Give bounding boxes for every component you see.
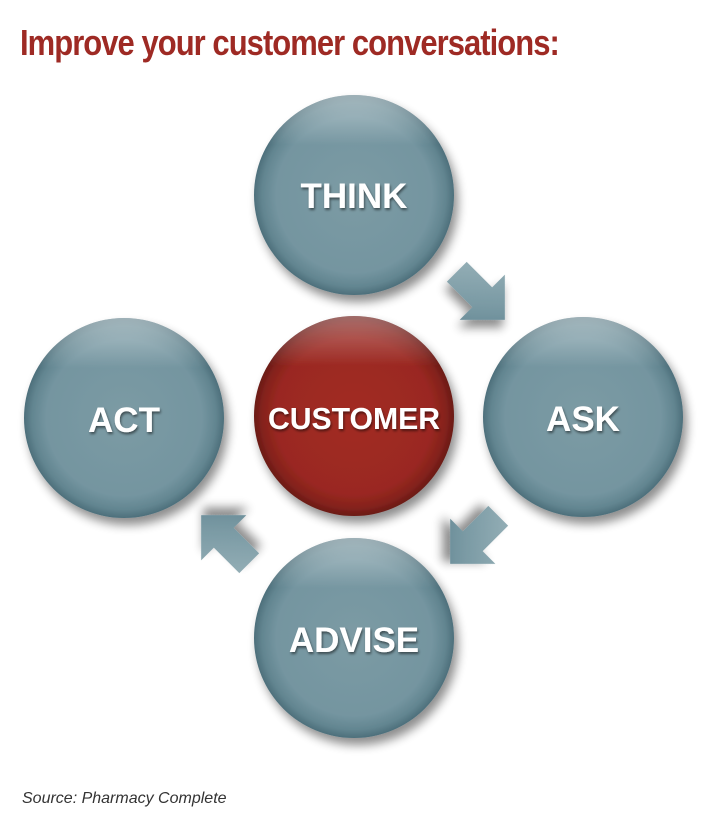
node-think-label: THINK (301, 177, 408, 216)
node-customer (254, 316, 454, 516)
arrow-think-to-ask (446, 261, 505, 320)
node-customer-label: CUSTOMER (268, 401, 440, 436)
node-act-label: ACT (88, 401, 160, 440)
arrow-advise-to-act (201, 515, 260, 574)
node-act (24, 318, 224, 518)
node-advise-label: ADVISE (289, 621, 419, 660)
node-advise (254, 538, 454, 738)
source-note: Source: Pharmacy Complete (22, 790, 227, 807)
diagram-title: Improve your customer conversations: (20, 22, 560, 63)
arrow-ask-to-advise (450, 505, 509, 564)
node-ask-label: ASK (546, 400, 620, 439)
node-think (254, 95, 454, 295)
node-ask (483, 317, 683, 517)
